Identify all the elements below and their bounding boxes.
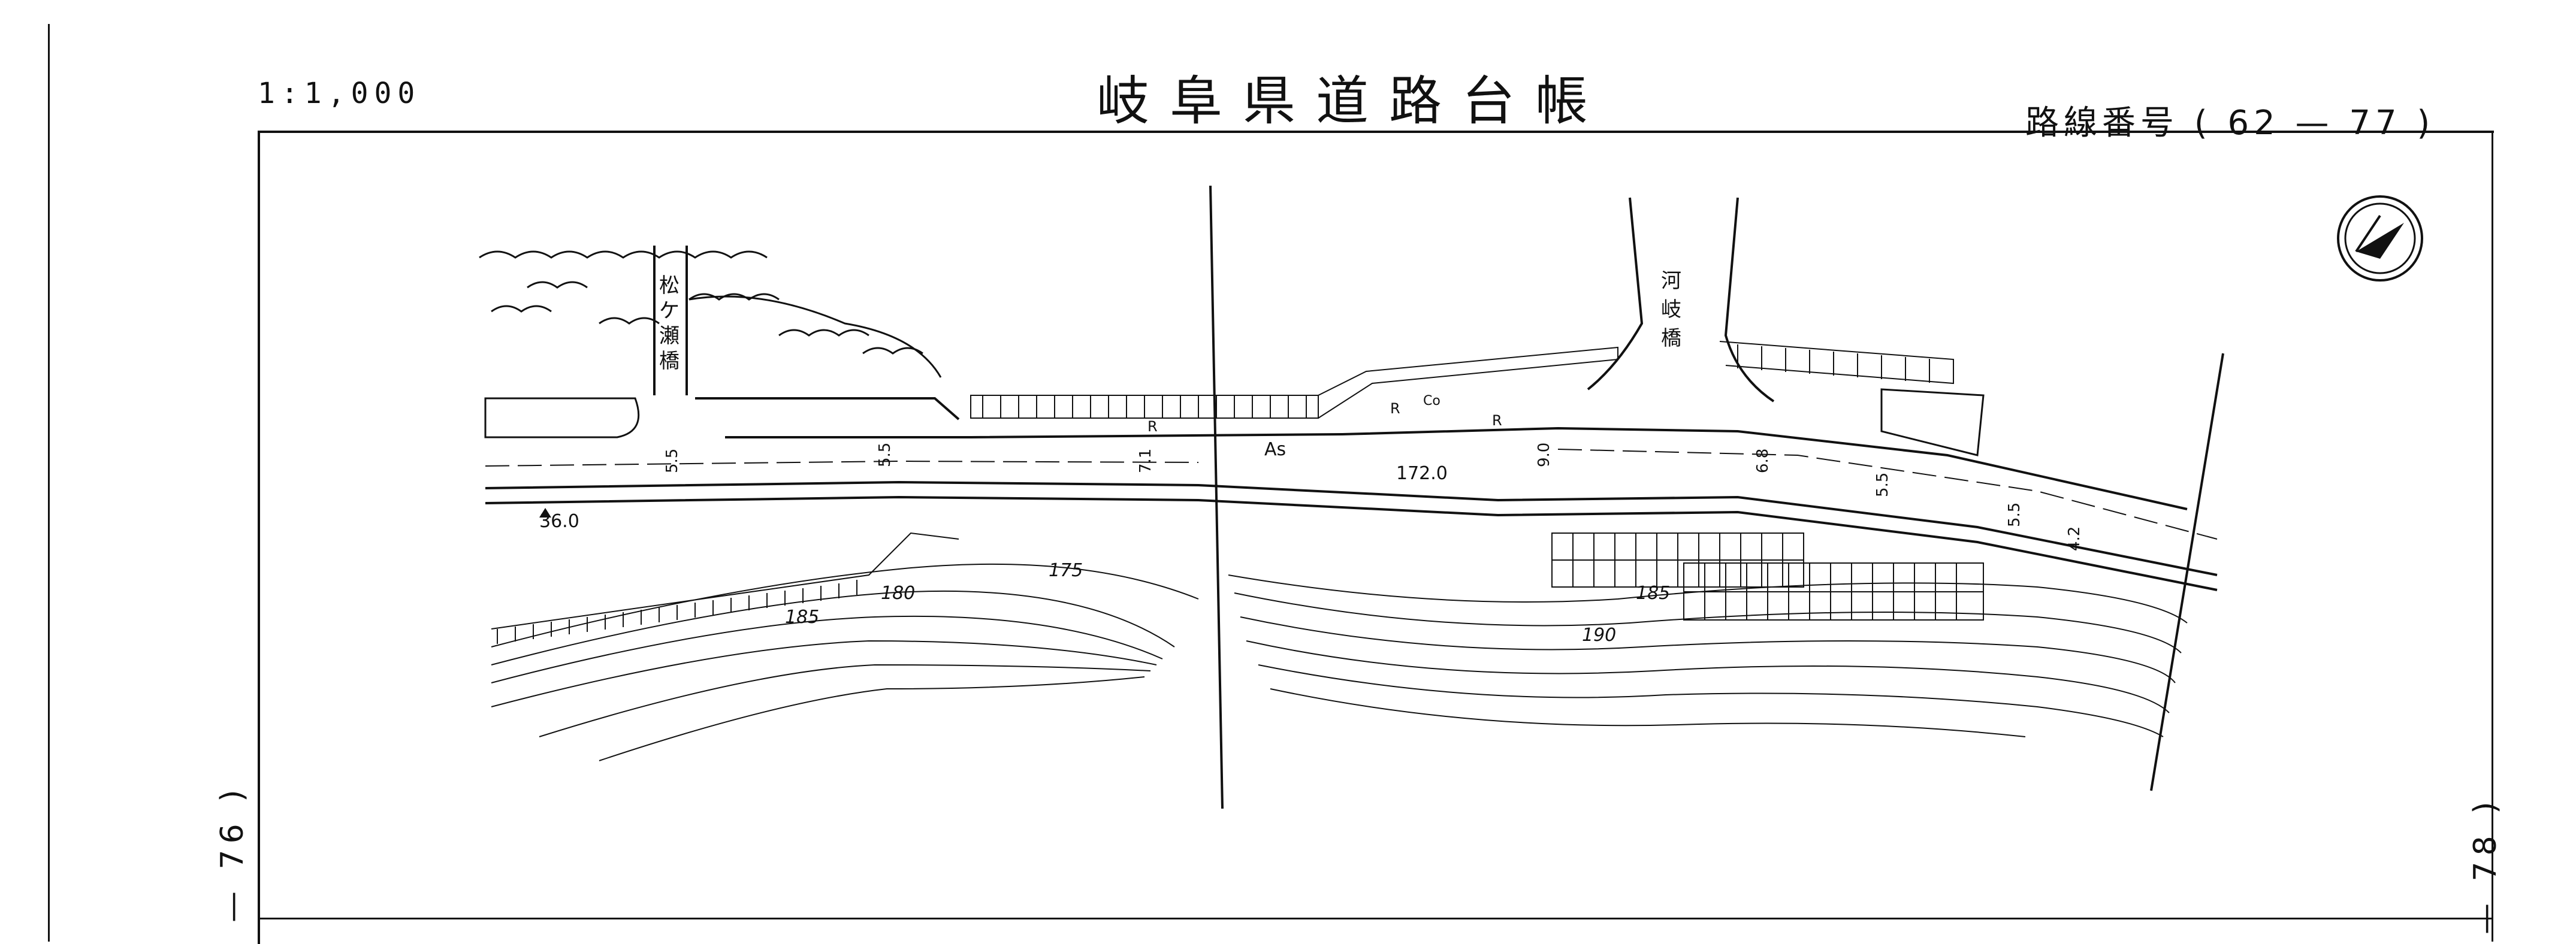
contour-label: 190	[1582, 625, 1616, 646]
bridge-label-right-3: 橋	[1661, 326, 1681, 350]
route-value: ( 62 — 77 )	[2194, 104, 2435, 143]
bridge-label-right-2: 岐	[1661, 298, 1681, 322]
surface-label: As	[1264, 439, 1286, 460]
page-title: 岐阜県道路台帳	[1097, 70, 1609, 132]
bridge-label-right-1: 河	[1661, 269, 1681, 293]
bridge-label-left-2: ケ	[659, 299, 680, 323]
route-number: 路線番号 ( 62 — 77 )	[2025, 96, 2435, 144]
route-label: 路線番号	[2025, 104, 2179, 143]
scale-label: 1:1,000	[258, 77, 421, 110]
contour-label: 175	[1049, 560, 1083, 581]
sheet-left-rule	[48, 24, 50, 942]
marker-r-1: R	[1147, 418, 1158, 435]
vegetation-left	[479, 250, 942, 378]
width-label: 5.5	[2006, 503, 2024, 527]
north-arrow-icon	[2337, 195, 2423, 282]
road-elevation-label: 172.0	[1396, 463, 1448, 484]
block-grid	[1551, 532, 1984, 621]
building-outline	[1880, 388, 1985, 456]
sheet-right-rule	[2492, 131, 2493, 942]
width-label: 5.5	[1874, 473, 1892, 497]
sheet-split-line	[1209, 185, 1224, 809]
width-labels: 5.5 5.5 7.1 9.0 6.8 5.5 5.5 4.2	[663, 443, 2083, 551]
width-label: 7.1	[1137, 449, 1155, 473]
marker-r-3: R	[1492, 412, 1502, 429]
marker-co: Co	[1423, 394, 1440, 409]
retaining-wall-hatching	[970, 341, 1954, 419]
width-label: 5.5	[663, 449, 681, 473]
road-lines	[484, 353, 2224, 791]
width-label: 5.5	[876, 443, 894, 467]
map-frame	[258, 131, 2494, 944]
width-label: 9.0	[1535, 443, 1553, 467]
contour-label: 185	[1636, 583, 1670, 604]
contour-label: 180	[881, 583, 915, 604]
bridge-label-left-1: 松	[659, 274, 680, 298]
contour-label: 185	[785, 607, 819, 628]
bottom-rule	[258, 918, 2492, 919]
marker-r-2: R	[1390, 400, 1400, 417]
width-label: 6.8	[1754, 449, 1772, 473]
width-label: 4.2	[2065, 527, 2083, 551]
benchmark-triangle	[539, 508, 551, 518]
bridge-label-left-4: 橋	[659, 349, 680, 373]
contour-lines	[491, 563, 2188, 761]
bridge-label-left-3: 瀬	[659, 324, 680, 348]
